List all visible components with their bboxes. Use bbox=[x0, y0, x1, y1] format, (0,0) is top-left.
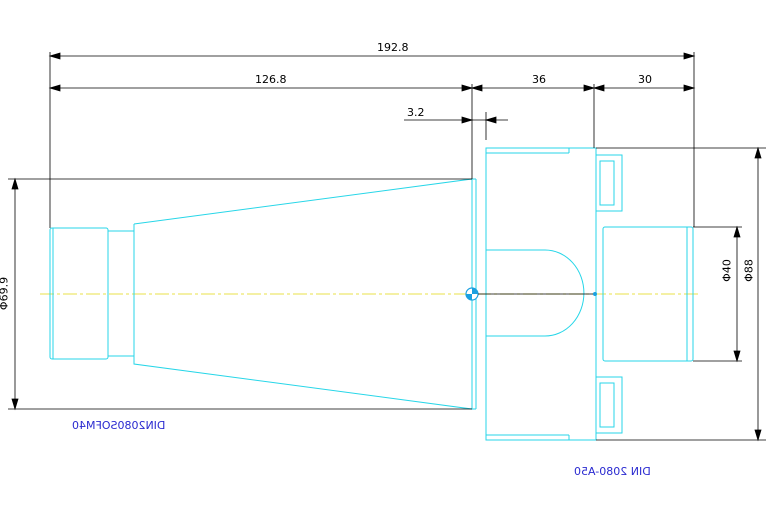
dim-flange-width: 36 bbox=[532, 73, 546, 86]
dim-pilot-length: 30 bbox=[638, 73, 652, 86]
dim-flange-offset: 3.2 bbox=[407, 106, 425, 119]
label-standard: DIN 2080-A50 bbox=[574, 465, 651, 478]
dim-taper-length: 126.8 bbox=[255, 73, 287, 86]
drive-lug-top bbox=[595, 154, 623, 212]
drive-lug-bottom bbox=[595, 376, 623, 434]
tool-outline bbox=[49, 147, 694, 441]
dimension-lines bbox=[8, 52, 766, 442]
center-mark-small bbox=[593, 292, 597, 296]
drive-key bbox=[486, 249, 585, 337]
dim-flange-diameter: Φ88 bbox=[742, 259, 756, 282]
dim-taper-diameter: Φ69.9 bbox=[0, 276, 11, 311]
pilot bbox=[602, 226, 694, 362]
label-taper-part: DIN2080SOFM40 bbox=[72, 419, 166, 432]
dim-pilot-diameter: Φ40 bbox=[720, 259, 734, 282]
dim-overall-length: 192.8 bbox=[377, 41, 409, 54]
